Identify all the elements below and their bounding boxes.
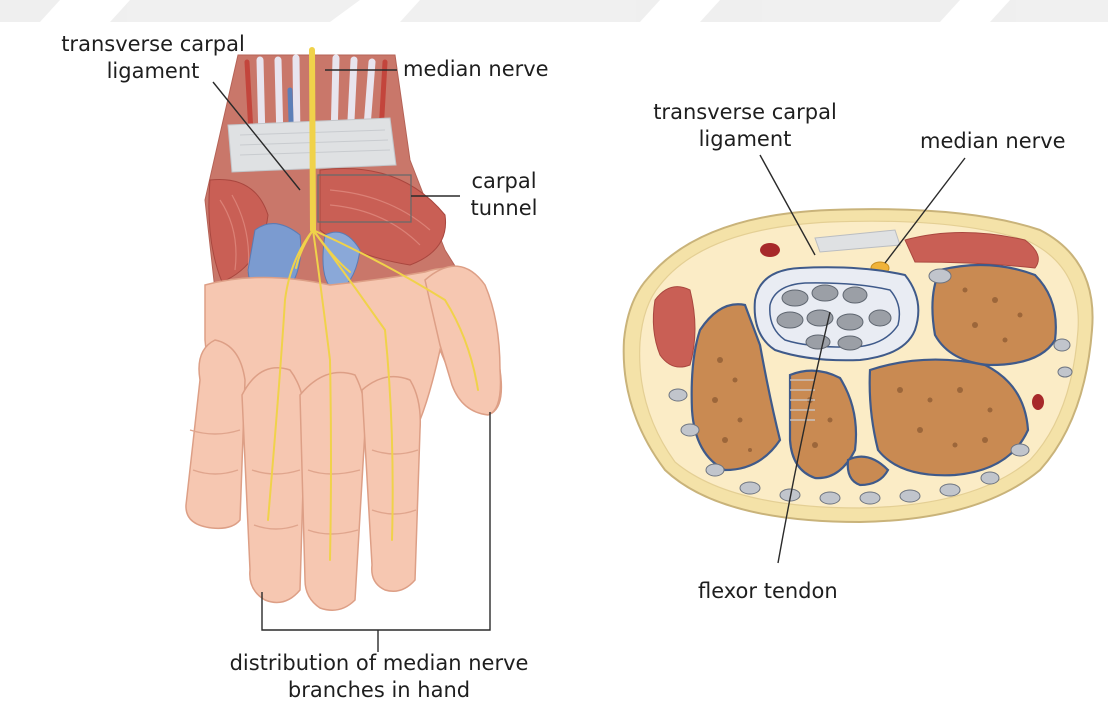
label-cross-transverse-carpal-ligament: transverse carpal ligament <box>640 99 850 153</box>
label-line-2: branches in hand <box>200 677 558 704</box>
bone-hamate <box>870 360 1028 476</box>
label-line-2: tunnel <box>462 195 546 222</box>
bone-capitate <box>790 371 856 478</box>
finger-middle <box>300 373 366 611</box>
hand-illustration <box>186 50 501 610</box>
label-line-2: ligament <box>640 126 850 153</box>
label-line-1: distribution of median nerve <box>200 650 558 677</box>
label-hand-transverse-carpal-ligament: transverse carpal ligament <box>48 31 258 85</box>
label-line-1: transverse carpal <box>640 99 850 126</box>
cross-muscle-left <box>653 287 695 367</box>
label-cross-flexor-tendon: flexor tendon <box>698 578 838 605</box>
bone-trapezium <box>932 265 1055 365</box>
watermark-band <box>0 0 1108 22</box>
label-text: flexor tendon <box>698 578 838 605</box>
label-line-1: transverse carpal <box>48 31 258 58</box>
label-line-2: ligament <box>48 58 258 85</box>
wrist-cross-section <box>624 209 1093 522</box>
label-hand-median-nerve: median nerve <box>403 56 549 83</box>
label-cross-median-nerve: median nerve <box>920 128 1066 155</box>
label-line-1: carpal <box>462 168 546 195</box>
label-hand-carpal-tunnel: carpal tunnel <box>462 168 546 222</box>
label-text: median nerve <box>403 56 549 83</box>
label-hand-distribution: distribution of median nerve branches in… <box>200 650 558 704</box>
label-text: median nerve <box>920 128 1066 155</box>
finger-ring <box>242 368 305 603</box>
